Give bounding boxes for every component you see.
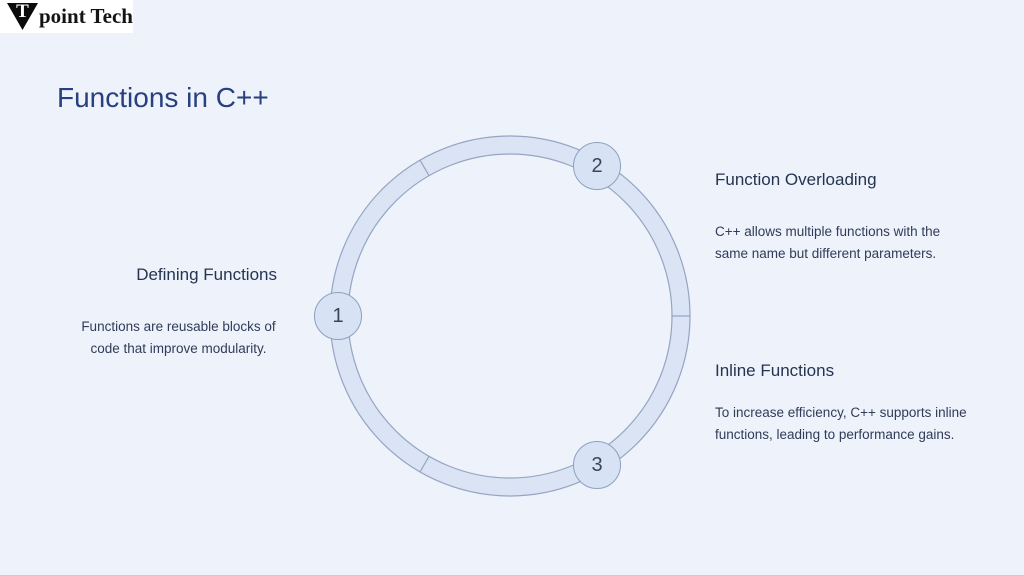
- ring-seam: [419, 456, 430, 473]
- item-heading-function-overloading: Function Overloading: [715, 170, 877, 189]
- logo-text: point Tech: [39, 4, 133, 28]
- item-description-inline-functions: To increase efficiency, C++ supports inl…: [715, 405, 967, 442]
- logo-t-letter: T: [16, 1, 29, 22]
- node-number: 3: [591, 453, 603, 476]
- item-description-defining-functions: Functions are reusable blocks of code th…: [81, 319, 276, 356]
- diagram-node-3: 3: [573, 441, 621, 489]
- diagram-node-2: 2: [573, 142, 621, 190]
- page-title: Functions in C++: [57, 82, 269, 113]
- diagram-node-1: 1: [314, 292, 362, 340]
- item-heading-inline-functions: Inline Functions: [715, 361, 835, 380]
- node-number: 2: [591, 154, 603, 177]
- ring-seam: [419, 159, 430, 176]
- node-number: 1: [332, 304, 344, 327]
- item-heading-defining-functions: Defining Functions: [136, 265, 277, 284]
- logo: T point Tech: [0, 0, 133, 33]
- ring-arc: [330, 136, 690, 496]
- item-description-function-overloading: C++ allows multiple functions with the s…: [715, 224, 941, 261]
- ring-inner-border: [347, 153, 673, 479]
